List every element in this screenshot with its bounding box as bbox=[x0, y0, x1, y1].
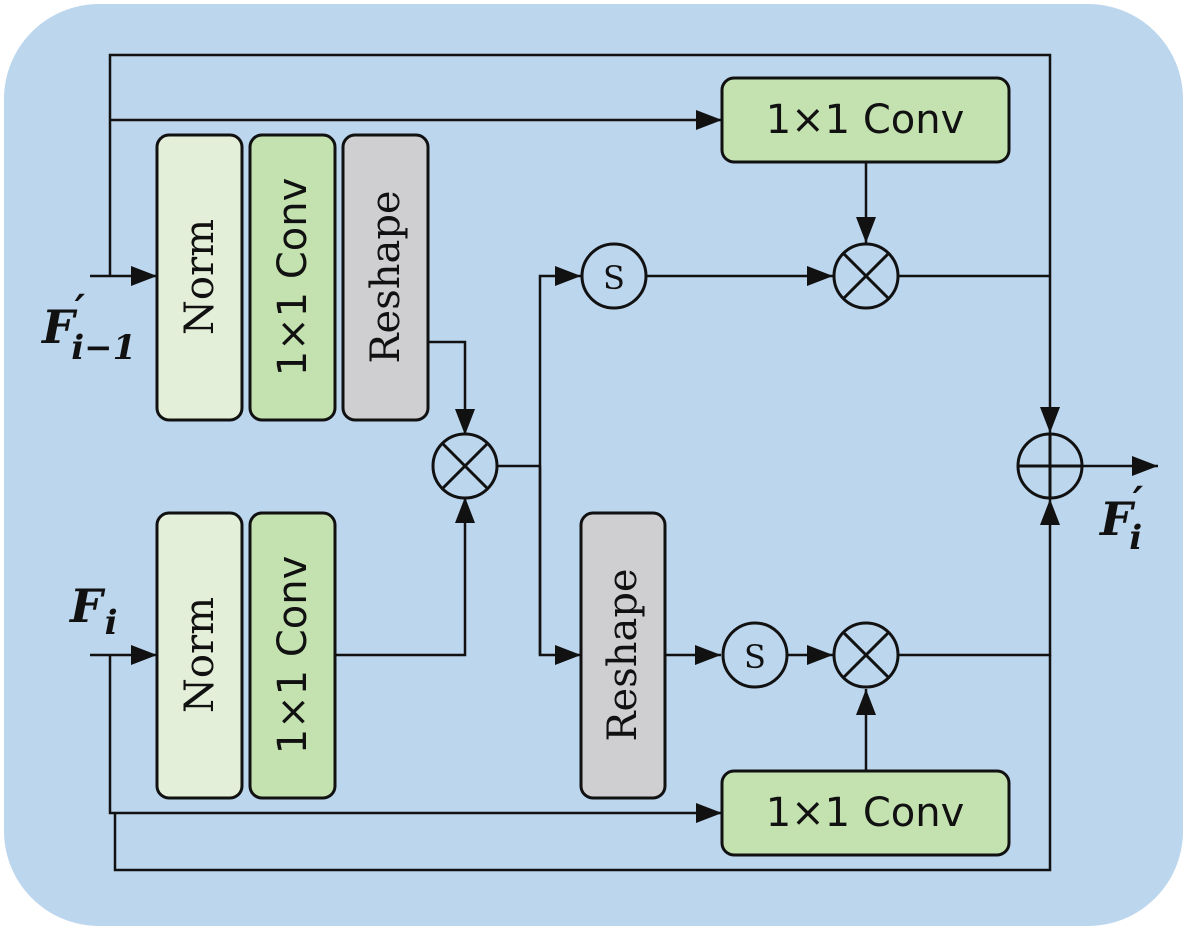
line-to-reshape-right bbox=[538, 466, 581, 665]
conv-bottom-left-label: 1×1 Conv bbox=[270, 556, 316, 755]
norm-top-label: Norm bbox=[177, 219, 223, 335]
softmax-top: S bbox=[580, 242, 648, 310]
norm-bottom-label: Norm bbox=[177, 597, 223, 713]
conv-block-bottom-right: 1×1 Conv bbox=[720, 769, 1011, 857]
reshape-block-left: Reshape bbox=[341, 133, 430, 422]
add-icon bbox=[1016, 432, 1084, 500]
softmax-top-label: S bbox=[603, 259, 625, 297]
conv-bottom-right-label: 1×1 Conv bbox=[766, 790, 965, 836]
conv-block-top-right: 1×1 Conv bbox=[720, 76, 1011, 164]
line-conv-to-multiply bbox=[335, 497, 475, 657]
norm-block-top: Norm bbox=[155, 133, 244, 422]
reshape-block-right: Reshape bbox=[579, 511, 667, 800]
reshape-right-label: Reshape bbox=[600, 568, 646, 741]
input-cur-label: Fi bbox=[68, 579, 118, 643]
softmax-bottom-label: S bbox=[744, 638, 766, 676]
line-to-bottom-conv bbox=[108, 655, 722, 823]
softmax-bottom: S bbox=[721, 621, 789, 689]
skip-connection-bottom bbox=[113, 655, 1052, 872]
connections bbox=[90, 53, 1158, 872]
multiply-bottom-icon bbox=[832, 621, 900, 689]
conv-top-right-label: 1×1 Conv bbox=[766, 97, 965, 143]
skip-connection-top bbox=[108, 53, 1060, 433]
multiply-icon bbox=[431, 432, 499, 500]
input-prev-label: F′i−1 bbox=[40, 286, 136, 368]
multiply-top-icon bbox=[832, 242, 900, 310]
norm-block-bottom: Norm bbox=[155, 511, 244, 800]
conv-top-left-label: 1×1 Conv bbox=[270, 178, 316, 377]
conv-block-bottom-left: 1×1 Conv bbox=[248, 511, 337, 800]
reshape-left-label: Reshape bbox=[363, 190, 409, 363]
conv-block-top-left: 1×1 Conv bbox=[248, 133, 337, 422]
line-reshape-to-multiply bbox=[428, 340, 475, 435]
output-label: F′i bbox=[1098, 478, 1144, 558]
